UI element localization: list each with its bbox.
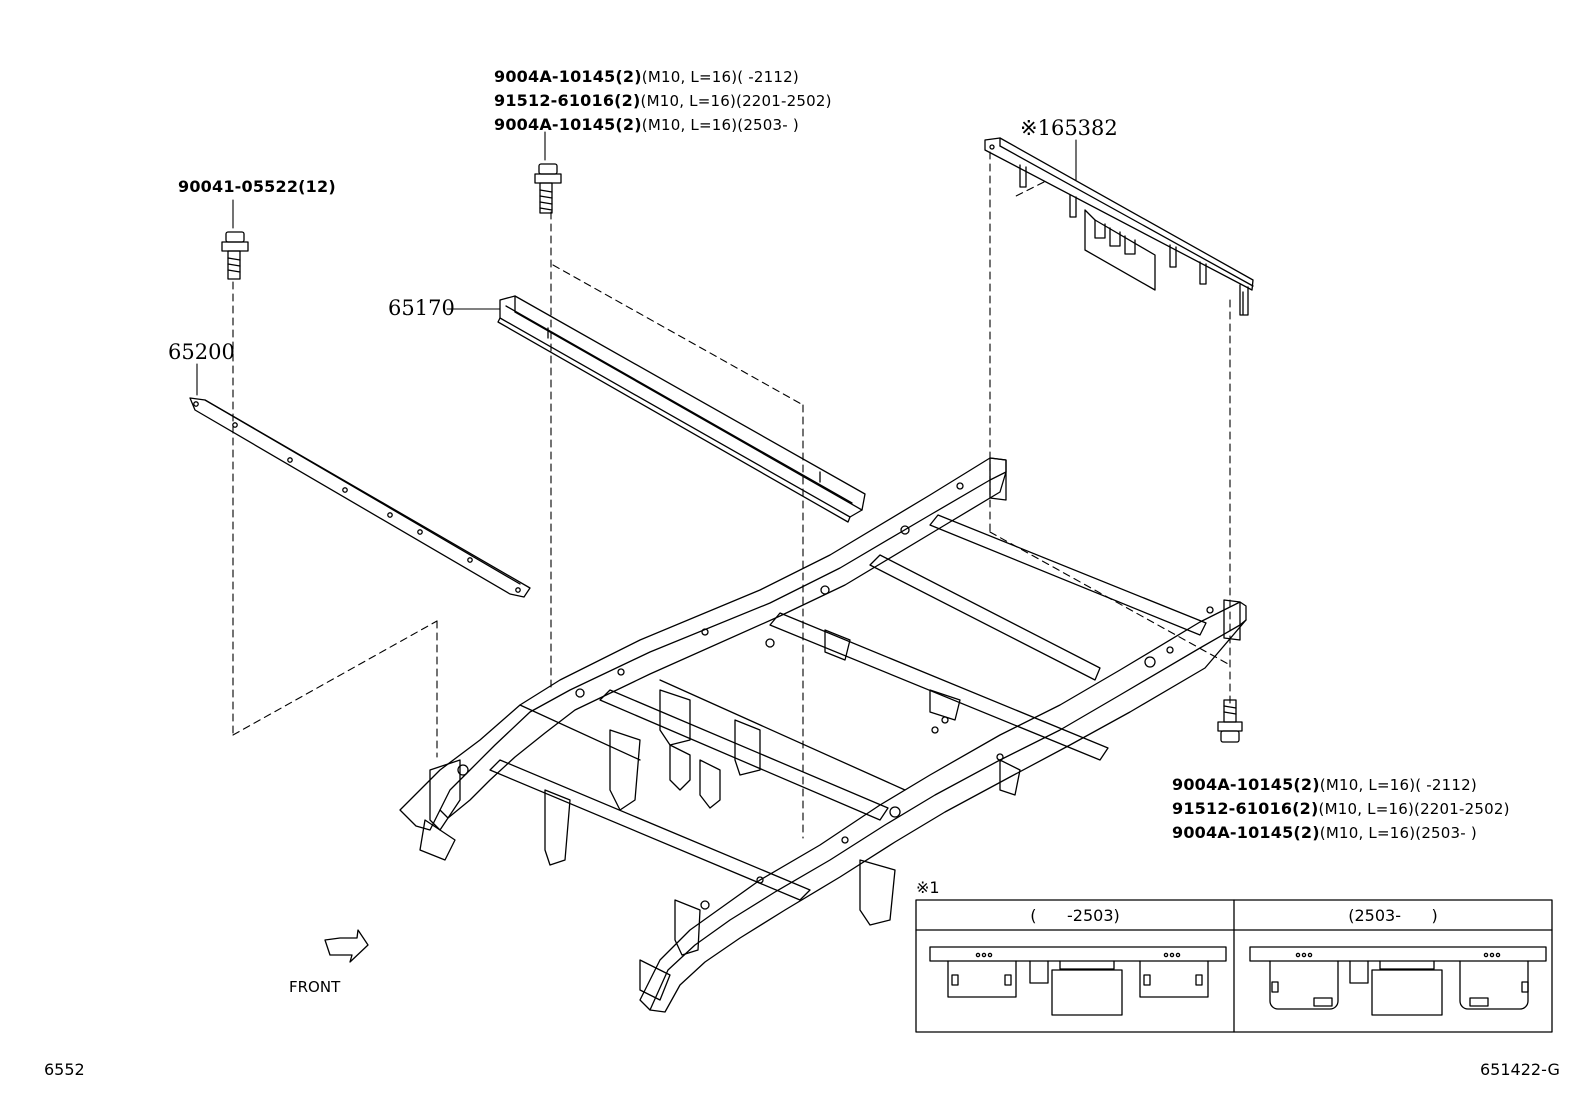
front-label: FRONT	[289, 978, 341, 996]
part-spec: (M10, L=16)(2201-2502)	[1318, 800, 1510, 818]
front-arrow-icon	[324, 929, 369, 963]
callout-65200: 65200	[168, 340, 235, 364]
inset-col-right-header: (2503- )	[1348, 906, 1438, 925]
inset-variant-right	[1249, 946, 1547, 1016]
callout-top-bolt-line-1: 9004A-10145(2)(M10, L=16)( -2112)	[494, 67, 799, 86]
part-number: 9004A-10145(2)	[494, 67, 642, 86]
inset-variant-left	[929, 946, 1227, 1016]
footer-left-code: 6552	[44, 1060, 85, 1079]
callout-top-bolt-line-3: 9004A-10145(2)(M10, L=16)(2503- )	[494, 115, 799, 134]
bolt-left	[221, 231, 249, 280]
inset-box	[915, 899, 1553, 1033]
callout-65382: ※165382	[1020, 116, 1118, 140]
vehicle-frame	[399, 457, 1247, 1013]
leader-lines	[196, 131, 1077, 396]
dashed-assembly-lines	[232, 151, 1231, 839]
bolt-top	[534, 163, 562, 214]
part-65200-bar	[189, 397, 531, 598]
inset-marker: ※1	[916, 878, 940, 897]
part-number: 9004A-10145(2)	[1172, 775, 1320, 794]
part-number: 90041-05522(12)	[178, 177, 336, 196]
inset-col-left-header: ( -2503)	[1030, 906, 1120, 925]
callout-right-bolt-line-3: 9004A-10145(2)(M10, L=16)(2503- )	[1172, 823, 1477, 842]
callout-65170: 65170	[388, 296, 455, 320]
part-number: 9004A-10145(2)	[1172, 823, 1320, 842]
part-spec: (M10, L=16)(2503- )	[1319, 824, 1477, 842]
callout-top-bolt-line-2: 91512-61016(2)(M10, L=16)(2201-2502)	[494, 91, 832, 110]
footer-right-code: 651422-G	[1480, 1060, 1560, 1079]
part-65170-rail	[497, 295, 866, 523]
part-number: 9004A-10145(2)	[494, 115, 642, 134]
part-spec: (M10, L=16)(2201-2502)	[640, 92, 832, 110]
callout-right-bolt-line-2: 91512-61016(2)(M10, L=16)(2201-2502)	[1172, 799, 1510, 818]
callout-left-bolt: 90041-05522(12)	[178, 177, 336, 196]
part-number: 91512-61016(2)	[494, 91, 641, 110]
part-spec: (M10, L=16)( -2112)	[1319, 776, 1477, 794]
part-spec: (M10, L=16)(2503- )	[641, 116, 799, 134]
part-number: 91512-61016(2)	[1172, 799, 1319, 818]
part-spec: (M10, L=16)( -2112)	[641, 68, 799, 86]
part-65382-crossmember	[984, 137, 1254, 316]
bolt-right	[1217, 699, 1243, 743]
callout-right-bolt-line-1: 9004A-10145(2)(M10, L=16)( -2112)	[1172, 775, 1477, 794]
